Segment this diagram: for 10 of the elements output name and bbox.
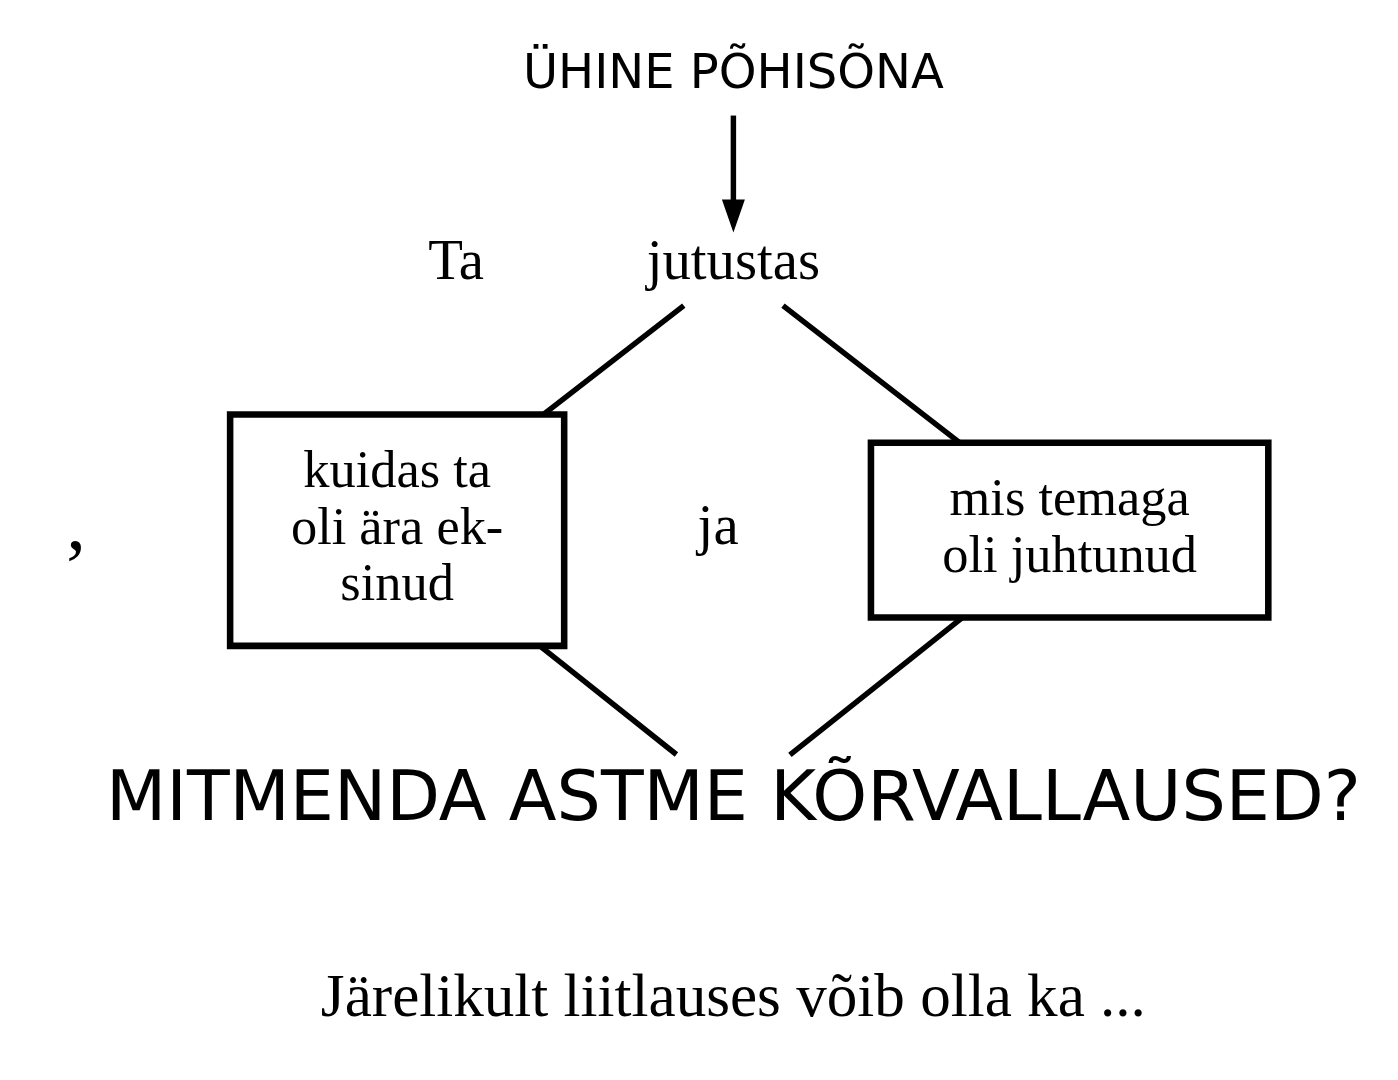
label: Järelikult liitlauses võib olla ka ... xyxy=(320,961,1146,1029)
label: , xyxy=(66,479,87,567)
node-text: ÜHINE PÕHISÕNA xyxy=(522,43,944,100)
arrow xyxy=(721,115,745,233)
label: ja xyxy=(697,492,739,556)
node-box: kuidas ta oli ära ek- sinud xyxy=(226,411,568,650)
node-box: mis temaga oli juhtunud xyxy=(867,439,1272,621)
node-text: jutustas xyxy=(646,227,821,291)
label: Ta xyxy=(428,227,485,291)
node-text: MITMENDA ASTME KÕRVALLAUSED? xyxy=(106,754,1361,836)
